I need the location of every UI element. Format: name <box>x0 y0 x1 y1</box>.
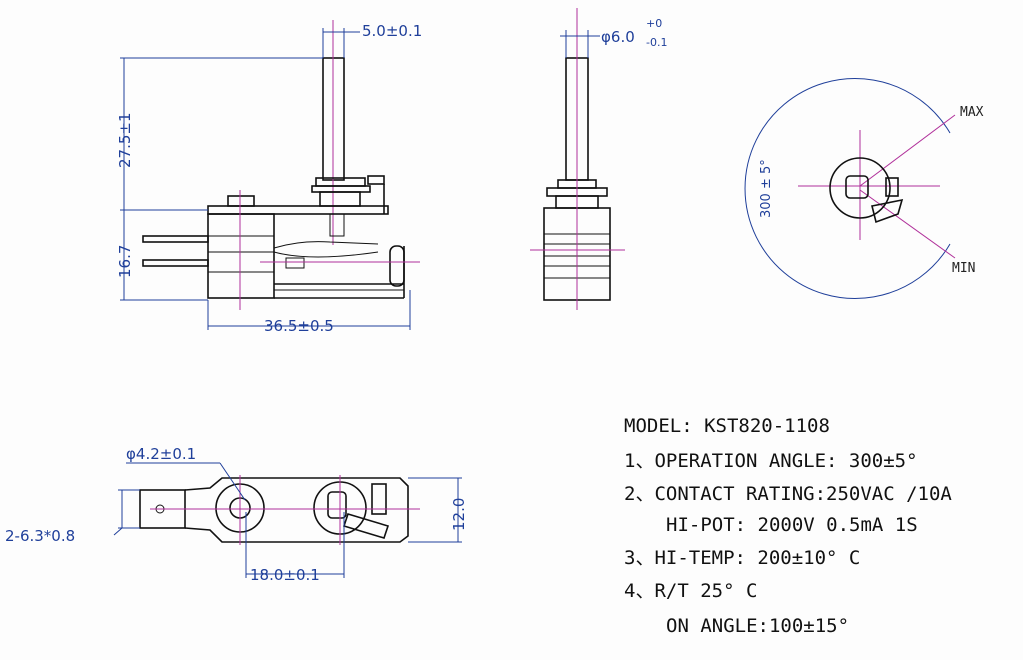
body-length-label: 36.5±0.5 <box>264 317 334 335</box>
side-view-dimensions: 5.0±0.1 27.5±1 16.7 36.5±0.5 <box>116 22 422 335</box>
hole-spacing-label: 18.0±0.1 <box>250 566 320 584</box>
spec-rt: 4、R/T 25° C <box>624 580 757 602</box>
spec-operation-angle: 1、OPERATION ANGLE: 300±5° <box>624 450 918 472</box>
shaft-diameter-label: φ6.0 <box>601 28 635 46</box>
hole-diameter-label: φ4.2±0.1 <box>126 445 196 463</box>
top-view-dimensions: φ4.2±0.1 2-6.3*0.8 18.0±0.1 12.0 <box>5 445 468 584</box>
top-view <box>139 475 420 545</box>
spec-on-angle: ON ANGLE:100±15° <box>666 615 849 637</box>
min-label: MIN <box>952 261 975 276</box>
body-width-label: 12.0 <box>450 498 468 531</box>
model-line: MODEL: KST820-1108 <box>624 415 830 437</box>
front-view: φ6.0 +0 -0.1 <box>530 8 667 310</box>
specifications: MODEL: KST820-1108 1、OPERATION ANGLE: 30… <box>624 415 952 637</box>
shaft-tol-upper: +0 <box>646 17 662 30</box>
max-label: MAX <box>960 105 984 120</box>
shaft-tol-lower: -0.1 <box>646 36 667 49</box>
terminal-upper <box>142 235 209 243</box>
terminal-size-label: 2-6.3*0.8 <box>5 527 75 545</box>
knob-outline <box>829 157 891 219</box>
spec-contact-rating: 2、CONTACT RATING:250VAC /10A <box>624 483 952 505</box>
rotation-arc <box>744 78 951 299</box>
body-height-label: 16.7 <box>116 245 134 278</box>
side-view <box>142 20 420 310</box>
rotation-diagram: MAX MIN 300 ± 5° <box>744 78 984 299</box>
shaft-width-label: 5.0±0.1 <box>362 22 422 40</box>
base-plate <box>184 477 409 543</box>
shaft-length-label: 27.5±1 <box>116 112 134 168</box>
spec-hi-pot: HI-POT: 2000V 0.5mA 1S <box>666 514 918 536</box>
body <box>207 213 275 299</box>
spec-hi-temp: 3、HI-TEMP: 200±10° C <box>624 547 860 569</box>
rotation-angle-label: 300 ± 5° <box>759 159 774 218</box>
terminal-lower <box>142 259 209 267</box>
